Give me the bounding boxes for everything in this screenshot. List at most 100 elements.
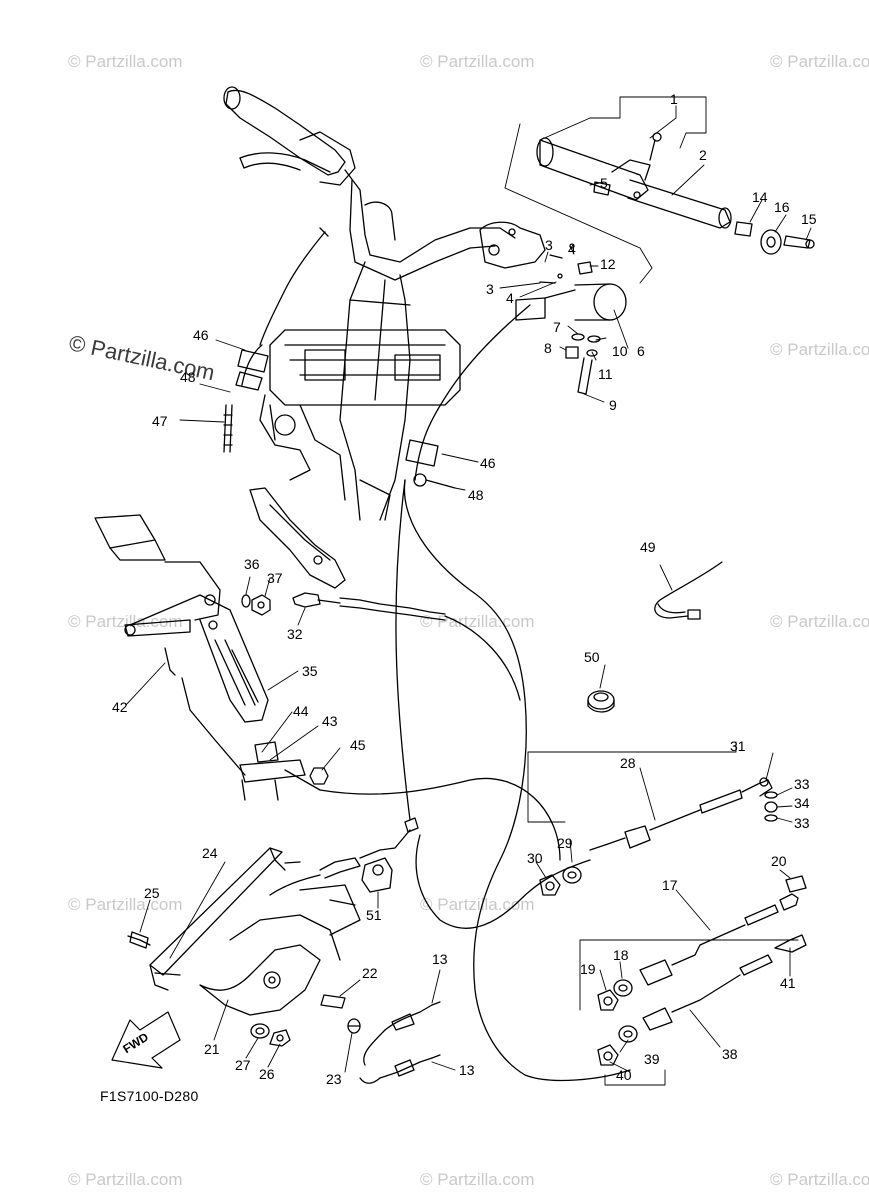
watermark: © Partzilla.com	[420, 1170, 535, 1189]
nut-and-washer-29-30	[539, 866, 582, 896]
nut-and-washer-18-19	[597, 979, 633, 1011]
left-grip-and-lever	[223, 86, 356, 186]
callout-6: 6	[637, 343, 645, 359]
callout-10: 10	[612, 343, 628, 359]
watermark: © Partzilla.com	[420, 895, 535, 914]
callout-50: 50	[584, 649, 600, 665]
cable-38	[642, 934, 807, 1031]
callout-44: 44	[293, 703, 309, 719]
handlebar	[344, 169, 516, 281]
callout-36: 36	[244, 556, 260, 572]
callout-48: 48	[180, 369, 196, 385]
callout-47: 47	[152, 413, 168, 429]
callout-39: 39	[644, 1051, 660, 1067]
nut-and-washer-39-40	[597, 1025, 638, 1066]
callout-48: 48	[468, 487, 484, 503]
bolt-25	[127, 931, 151, 949]
fwd-arrow	[111, 1011, 181, 1069]
boot-and-clip-right	[413, 473, 456, 489]
callout-38: 38	[722, 1046, 738, 1062]
callout-3: 3	[486, 281, 494, 297]
callout-1: 1	[670, 91, 678, 107]
callout-16: 16	[774, 199, 790, 215]
callout-28: 28	[620, 755, 636, 771]
callout-17: 17	[662, 877, 678, 893]
cable-joint-and-cable	[292, 592, 521, 701]
washer-and-nut	[241, 594, 271, 616]
callout-32: 32	[287, 626, 303, 642]
callout-29: 29	[557, 835, 573, 851]
callout-27: 27	[235, 1057, 251, 1073]
watermark: © Partzilla.com	[420, 52, 535, 71]
callout-40: 40	[616, 1067, 632, 1083]
callout-7: 7	[553, 319, 561, 335]
shift-pedal-assembly	[94, 514, 269, 776]
callout-35: 35	[302, 663, 318, 679]
callout-42: 42	[112, 699, 128, 715]
right-switch-housing	[479, 221, 546, 269]
callout-33: 33	[794, 815, 810, 831]
cable-28	[589, 777, 778, 851]
callout-9: 9	[609, 397, 617, 413]
callout-30: 30	[527, 850, 543, 866]
callout-2: 2	[699, 147, 707, 163]
lower-cable-loop	[319, 479, 591, 929]
callout-34: 34	[794, 795, 810, 811]
callout-51: 51	[366, 907, 382, 923]
watermark: © Partzilla.com	[770, 612, 869, 631]
callout-37: 37	[267, 570, 283, 586]
cable-right-throttle	[403, 289, 631, 1082]
callout-4: 4	[506, 290, 514, 306]
upper-cable-with-joint	[269, 817, 419, 896]
watermark: © Partzilla.com	[68, 895, 183, 914]
steering-column	[339, 261, 411, 521]
cable-clamp	[239, 741, 329, 801]
callout-25: 25	[144, 885, 160, 901]
throttle-housing	[539, 243, 627, 395]
leader-lines	[125, 96, 812, 1086]
grommet	[587, 690, 615, 713]
watermark: © Partzilla.com	[68, 52, 183, 71]
watermark: © Partzilla.com	[770, 1170, 869, 1189]
watermark: © Partzilla.com	[68, 1170, 183, 1189]
callout-12: 12	[600, 256, 616, 272]
watermark: © Partzilla.com	[770, 340, 869, 359]
callout-14: 14	[752, 189, 768, 205]
callout-4: 4	[568, 241, 576, 257]
diagram-code: F1S7100-D280	[100, 1088, 199, 1104]
right-grip	[536, 132, 732, 229]
callout-11: 11	[598, 366, 613, 382]
callout-5: 5	[600, 175, 608, 191]
callout-33: 33	[794, 776, 810, 792]
cable-holder	[361, 857, 393, 893]
callout-20: 20	[771, 853, 787, 869]
tie-band	[654, 561, 723, 620]
callout-46: 46	[480, 455, 496, 471]
callout-13: 13	[432, 951, 448, 967]
callout-23: 23	[326, 1071, 342, 1087]
callout-15: 15	[801, 211, 817, 227]
callout-41: 41	[780, 975, 796, 991]
callout-22: 22	[362, 965, 378, 981]
callout-8: 8	[544, 340, 552, 356]
callout-24: 24	[202, 845, 218, 861]
callout-18: 18	[613, 947, 629, 963]
lower-bracket	[149, 847, 361, 1016]
callout-46: 46	[193, 327, 209, 343]
watermark: © Partzilla.com	[68, 612, 183, 631]
cables-13	[359, 1001, 441, 1084]
steering-console	[249, 329, 461, 589]
nut-and-washer-26-27	[250, 1023, 291, 1047]
grip-end-parts	[734, 221, 815, 255]
cable-left-throttle	[223, 227, 329, 453]
callout-31: 31	[730, 738, 746, 754]
callout-13: 13	[459, 1062, 475, 1078]
cable-17	[639, 875, 807, 986]
callout-3: 3	[545, 237, 553, 253]
watermark: © Partzilla.com	[770, 52, 869, 71]
callout-43: 43	[322, 713, 338, 729]
watermark: © Partzilla.com	[420, 612, 535, 631]
bolt-and-nut-22-23	[320, 994, 361, 1034]
callout-19: 19	[580, 961, 596, 977]
